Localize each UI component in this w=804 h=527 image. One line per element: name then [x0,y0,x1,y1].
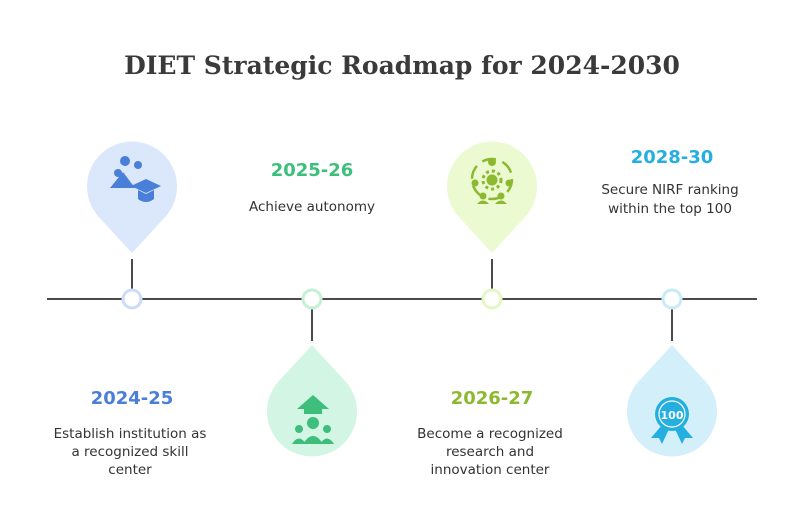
milestone-description-line: a recognized skill [71,444,188,460]
timeline-node [301,288,323,310]
milestone-year: 2024-25 [91,388,174,409]
milestone-pin [447,141,538,253]
milestone-pin [87,141,177,253]
research-innovation-icon [470,157,514,204]
milestone-description-line: innovation center [431,462,550,478]
milestone-year: 2025-26 [271,160,354,181]
milestone-year: 2028-30 [631,147,714,168]
milestone-description-line: Establish institution as [54,426,207,442]
badge-number: 100 [661,409,684,422]
milestone-description-line: within the top 100 [608,201,732,217]
autonomy-leader-icon [292,395,334,444]
milestone-description-line: research and [446,444,534,460]
milestone-2026-27: 2026-27 Become a recognized research and… [417,141,563,478]
milestone-description-line: center [108,462,152,478]
milestone-description-line: Achieve autonomy [249,199,375,215]
milestone-2024-25: 2024-25 Establish institution as a recog… [54,141,207,478]
timeline-node [121,288,143,310]
milestone-2025-26: 2025-26 Achieve autonomy [249,160,375,457]
milestone-description-line: Secure NIRF ranking [601,182,738,198]
milestone-year: 2026-27 [451,388,534,409]
milestone-description-line: Become a recognized [417,426,563,442]
milestone-2028-30: 100 2028-30 Secure NIRF ranking within t… [601,147,739,457]
team-graduation-icon [110,156,161,202]
timeline-node [481,288,503,310]
ranking-badge-icon [651,397,693,444]
diagram-title: DIET Strategic Roadmap for 2024-2030 [124,51,680,80]
timeline-node [661,288,683,310]
